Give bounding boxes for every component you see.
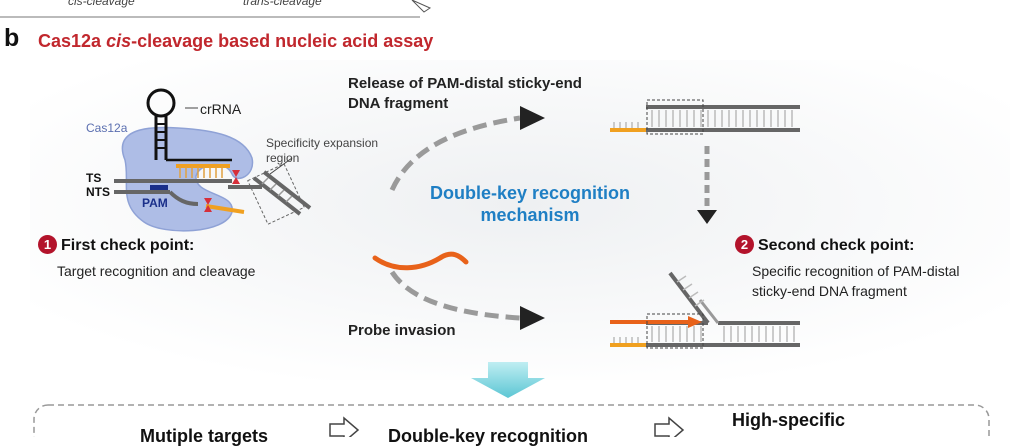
first-checkpoint-desc: Target recognition and cleavage	[57, 263, 256, 279]
nts-strand-curve	[168, 190, 199, 206]
invasion-dashed-box	[646, 313, 704, 349]
specificity-label-line1: Specificity expansion	[266, 136, 379, 150]
probe-invasion-label: Probe invasion	[348, 322, 456, 339]
cas12a-complex	[114, 88, 312, 232]
cut-site-bottom	[204, 198, 212, 212]
release-label-line1: Release of PAM-distal sticky-end	[348, 75, 582, 92]
teal-down-arrow	[471, 362, 545, 398]
probe-strand	[372, 251, 469, 271]
second-checkpoint-desc-line2: sticky-end DNA fragment	[752, 283, 907, 299]
cas12a-label: Cas12a	[86, 121, 128, 135]
crrna-label: crRNA	[200, 101, 242, 117]
summary-dashed-box	[33, 404, 990, 437]
released-fragment	[610, 99, 800, 135]
specificity-label-line2: region	[266, 151, 300, 165]
panel-title: Cas12a cis-cleavage based nucleic acid a…	[38, 31, 434, 51]
down-arrow	[697, 146, 717, 224]
pam-block	[150, 185, 168, 190]
probe-arrow	[389, 270, 545, 330]
flow-arrow-1	[329, 416, 360, 437]
mechanism-line2: mechanism	[480, 205, 580, 225]
nts-orange-end	[205, 204, 245, 214]
invasion-duplex	[610, 271, 800, 349]
mechanism-line1: Double-key recognition	[429, 183, 631, 203]
mechanism-label: Double-key recognition mechanism	[405, 182, 655, 226]
cleavage-marks	[204, 170, 240, 212]
cut-site-top	[232, 170, 240, 184]
top-right-label: trans-cleavage	[243, 0, 322, 8]
flow-item-3: High-specific	[732, 410, 846, 430]
top-cut-strip	[0, 0, 432, 18]
top-left-label: cis-cleavage	[68, 0, 135, 8]
ts-label: TS	[86, 171, 102, 185]
release-arrow	[389, 106, 545, 192]
dna-strands	[114, 164, 262, 214]
checkpoint-badge-1: 1	[38, 235, 57, 254]
release-label-line2: DNA fragment	[348, 95, 449, 112]
crrna-hairpin	[146, 88, 232, 162]
pam-label: PAM	[142, 196, 168, 210]
specificity-pointer	[269, 157, 293, 175]
flow-arrow-2	[654, 416, 685, 437]
panel-letter: b	[4, 24, 20, 52]
second-checkpoint-desc-line1: Specific recognition of PAM-distal	[752, 263, 960, 279]
specificity-region	[247, 157, 312, 225]
nts-label: NTS	[86, 185, 110, 199]
top-arrow-outline	[411, 0, 432, 13]
checkpoint-badge-2: 2	[735, 235, 754, 254]
diagram-graphics	[0, 0, 1010, 437]
sticky-end-box	[646, 99, 704, 135]
